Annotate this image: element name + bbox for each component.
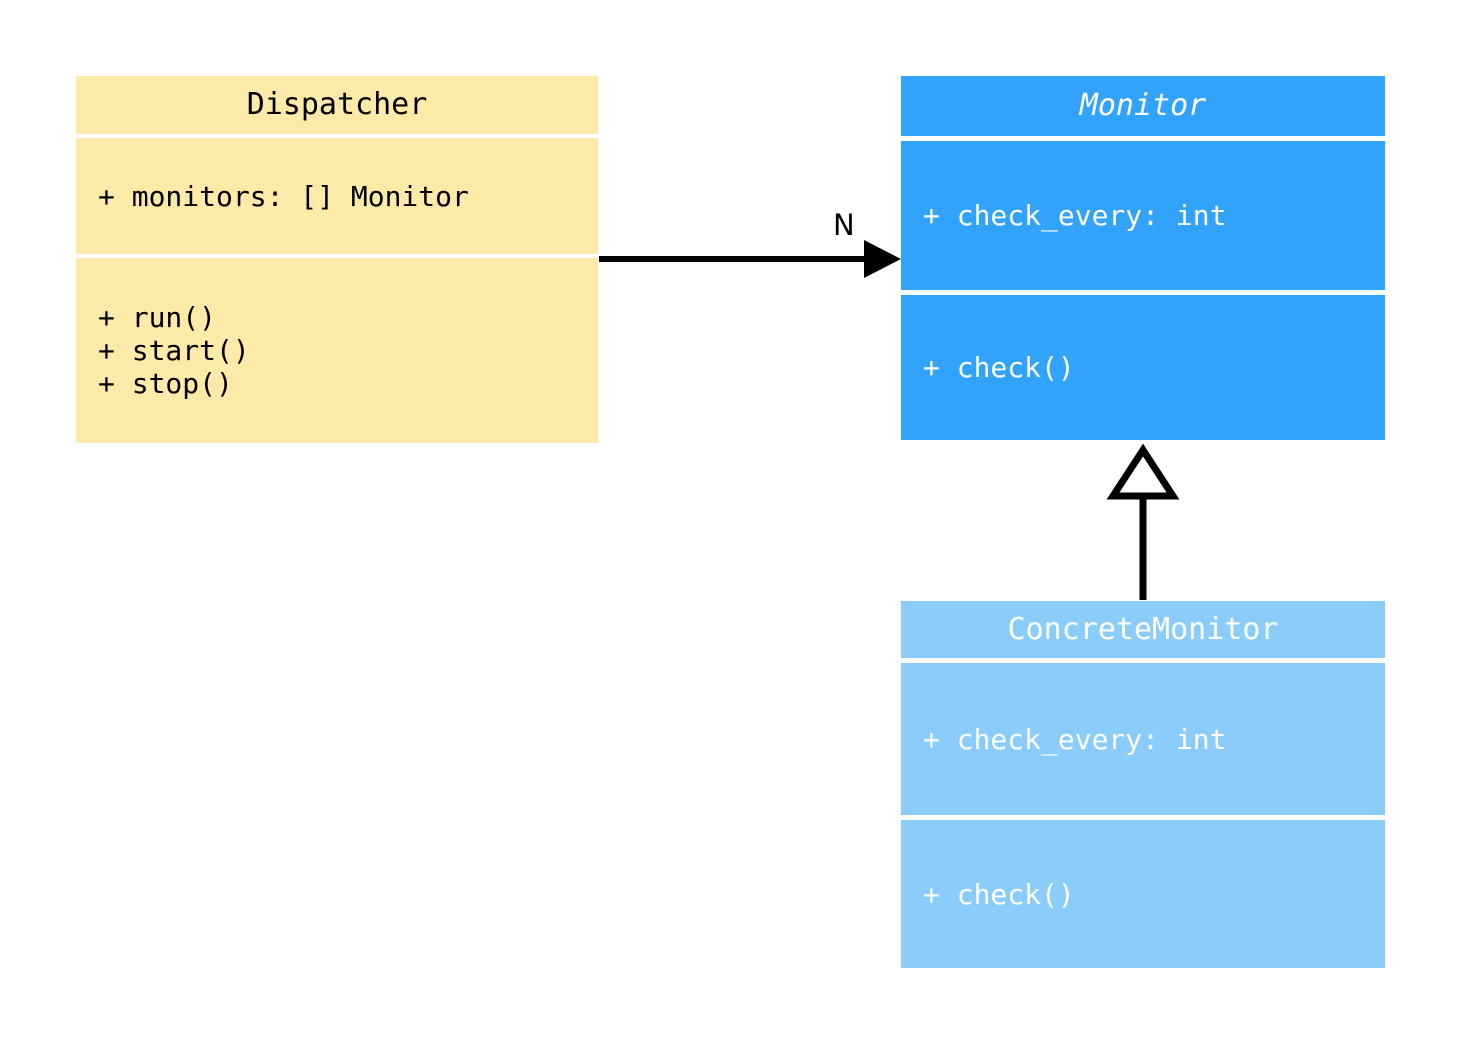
class-method: + check() xyxy=(923,877,1075,911)
class-attribute: + monitors: [] Monitor xyxy=(98,179,469,213)
filled-triangle-arrowhead-icon xyxy=(864,240,901,278)
class-name-monitor: Monitor xyxy=(1079,88,1207,123)
class-attribute: + check_every: int xyxy=(923,722,1227,756)
class-method: + check() xyxy=(923,351,1075,384)
hollow-triangle-arrowhead-icon xyxy=(1106,443,1180,500)
class-box-concrete-monitor[interactable]: ConcreteMonitor + check_every: int + che… xyxy=(901,601,1385,968)
class-methods-compartment-dispatcher: + run() + start() + stop() xyxy=(76,258,598,443)
class-method: + start() xyxy=(98,334,250,367)
class-attributes-compartment-concrete-monitor: + check_every: int xyxy=(901,663,1385,815)
generalization-concrete-monitor-monitor xyxy=(1106,443,1180,600)
class-attribute: + check_every: int xyxy=(923,199,1227,232)
class-name-concrete-monitor: ConcreteMonitor xyxy=(1007,611,1279,647)
association-dispatcher-monitor xyxy=(599,240,901,278)
class-attributes-compartment-monitor: + check_every: int xyxy=(901,141,1385,290)
association-multiplicity-label: N xyxy=(833,208,855,242)
class-methods-compartment-monitor: + check() xyxy=(901,295,1385,440)
class-box-dispatcher[interactable]: Dispatcher + monitors: [] Monitor + run(… xyxy=(76,76,598,443)
class-box-monitor[interactable]: Monitor + check_every: int + check() xyxy=(901,76,1385,440)
class-methods-compartment-concrete-monitor: + check() xyxy=(901,820,1385,968)
class-method: + run() xyxy=(98,301,217,334)
class-title-compartment-concrete-monitor: ConcreteMonitor xyxy=(901,601,1385,658)
class-name-dispatcher: Dispatcher xyxy=(246,87,428,122)
class-method: + stop() xyxy=(98,367,233,400)
class-title-compartment-dispatcher: Dispatcher xyxy=(76,76,598,134)
class-title-compartment-monitor: Monitor xyxy=(901,76,1385,136)
class-attributes-compartment-dispatcher: + monitors: [] Monitor xyxy=(76,138,598,254)
